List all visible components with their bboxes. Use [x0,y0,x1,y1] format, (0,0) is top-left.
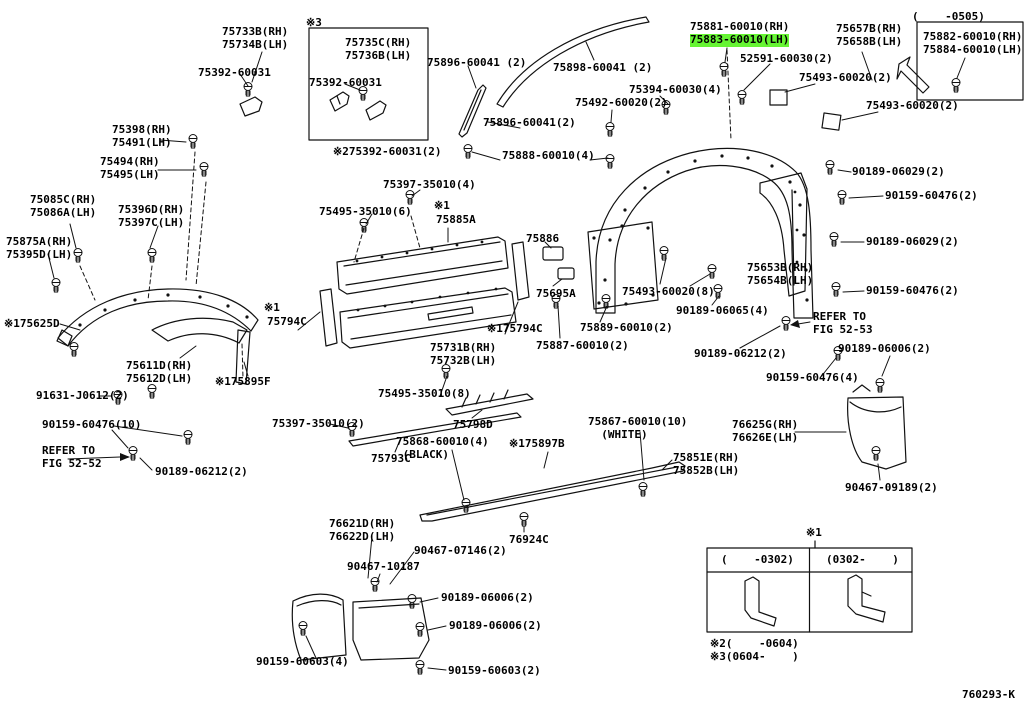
part-label: 76625G(RH) 76626E(LH) [732,418,799,444]
part-label: 52591-60030(2) [740,52,833,65]
part-label: 75492-60020(2) [575,96,668,109]
part-label: 75889-60010(2) [580,321,673,334]
leader-lines [47,41,966,671]
part-label: 75886 [526,232,560,245]
part-label: 75493-60020(8) [622,285,715,298]
part-label: REFER TO FIG 52-52 [42,444,102,470]
part-label: 90159-60476(10) [42,418,142,431]
table-header-right: (0302- ) [826,553,899,566]
part-label: 75396D(RH) 75397C(LH) [118,203,185,229]
arrowhead-icon [790,320,800,328]
part-label: ※275392-60031(2) [333,145,442,158]
part-label: 90159-60476(2) [866,284,959,297]
part-label: 75793C [371,452,411,465]
part-label: 75896-60041 (2) [427,56,527,69]
part-label: ※175625D [4,317,60,330]
part-label: 90467-10187 [347,560,420,573]
part-label: 75882-60010(RH) 75884-60010(LH) [923,30,1023,56]
part-label: 75885A [436,213,476,226]
sheet-code: 760293-K [962,688,1015,701]
part-label: 75695A [536,287,576,300]
part-label: 76924C [509,533,549,546]
part-label: 91631-J0612(2) [36,389,129,402]
part-label-highlighted: 75883-60010(LH) [690,33,790,47]
part-label: 75495-35010(8) [378,387,471,400]
part-label: 90189-06212(2) [694,347,787,360]
table-footnote-2: ※2( -0604) [710,637,799,650]
part-label: 90189-06006(2) [838,342,931,355]
part-label: 75657B(RH) 75658B(LH) [836,22,903,48]
part-label: 75493-60020(2) [866,99,959,112]
part-label: 75867-60010(10) (WHITE) [588,415,688,441]
part-label: 75735C(RH) 75736B(LH) [345,36,412,62]
part-label: ※175794C [487,322,543,335]
part-label: 90467-07146(2) [414,544,507,557]
part-label: 75896-60041(2) [483,116,576,129]
part-label: 75798D [453,418,493,431]
arrowhead-icon [120,453,130,461]
table-note: ※1 [806,526,822,539]
part-label: ※175895F [215,375,271,388]
part-label: ※3 [306,16,322,29]
part-label: 90189-06212(2) [155,465,248,478]
part-label: REFER TO FIG 52-53 [813,310,873,336]
rivet-dots [78,154,809,461]
part-label: 75733B(RH) 75734B(LH) [222,25,289,51]
part-outlines [56,16,930,661]
part-label: 75494(RH) 75495(LH) [100,155,160,181]
part-label: 75653B(RH) 75654B(LH) [747,261,814,287]
part-label: 75085C(RH) 75086A(LH) [30,193,97,219]
part-label: 75868-60010(4) (BLACK) [396,435,489,461]
part-label: 75898-60041 (2) [553,61,653,74]
table-header-left: ( -0302) [721,553,794,566]
part-label: ※1 [434,199,450,212]
table-footnote-3: ※3(0604- ) [710,650,799,663]
part-label: ※1 [264,301,280,314]
part-label: 75392-60031 [309,76,382,89]
part-label: 75493-60020(2) [799,71,892,84]
part-label: 75392-60031 [198,66,271,79]
part-label: 90189-06006(2) [449,619,542,632]
part-label: 75888-60010(4) [502,149,595,162]
part-label: 90467-09189(2) [845,481,938,494]
part-label: 90189-06029(2) [852,165,945,178]
part-label: 75394-60030(4) [629,83,722,96]
part-label: 75731B(RH) 75732B(LH) [430,341,497,367]
part-label: 75794C [267,315,307,328]
part-label: 75397-35010(2) [272,417,365,430]
part-label: 75851E(RH) 75852B(LH) [673,451,740,477]
part-label: 75887-60010(2) [536,339,629,352]
part-label: 75881-60010(RH) [690,20,790,33]
part-label: 75398(RH) 75491(LH) [112,123,172,149]
part-label: 90159-60603(2) [448,664,541,677]
detail-boxes [308,21,1024,633]
part-label: 90159-60476(2) [885,189,978,202]
part-label: ( -0505) [912,10,985,23]
part-label: 75611D(RH) 75612D(LH) [126,359,193,385]
part-label: 90189-06029(2) [866,235,959,248]
part-label: 90159-60476(4) [766,371,859,384]
part-label: 75397-35010(4) [383,178,476,191]
part-label: 76621D(RH) 76622D(LH) [329,517,396,543]
part-label: 75495-35010(6) [319,205,412,218]
part-label: 90189-06065(4) [676,304,769,317]
part-label: 75875A(RH) 75395D(LH) [6,235,73,261]
part-label: 90159-60603(4) [256,655,349,668]
part-label: ※175897B [509,437,565,450]
part-label: 90189-06006(2) [441,591,534,604]
